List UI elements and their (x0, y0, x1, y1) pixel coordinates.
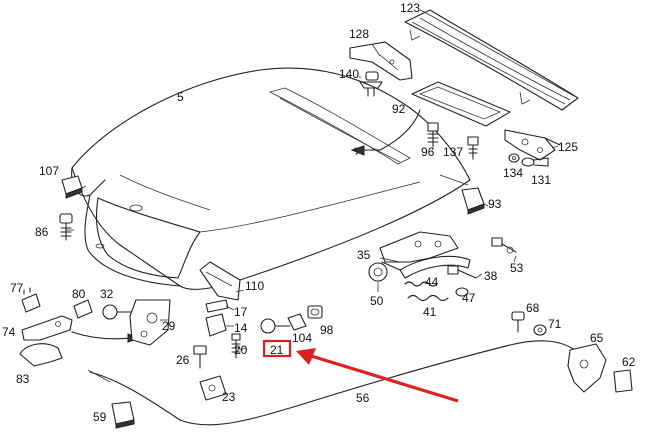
part-label-71: 71 (548, 317, 562, 331)
washer-134-part (508, 153, 520, 163)
part-label-74: 74 (2, 325, 16, 339)
part-label-20: 20 (234, 343, 248, 357)
part-label-50: 50 (370, 294, 384, 308)
bracket-125-part (504, 129, 561, 161)
part-label-128: 128 (349, 27, 369, 41)
handle-83-part (19, 343, 63, 367)
part-label-29: 29 (162, 319, 176, 333)
cable-holder-59-part (111, 401, 135, 429)
part-label-93: 93 (488, 197, 502, 211)
part-label-134: 134 (503, 166, 523, 180)
part-label-26: 26 (176, 353, 190, 367)
clip-62-part (613, 369, 633, 393)
bolt-96-part (427, 122, 439, 147)
part-label-131: 131 (531, 173, 551, 187)
part-label-96: 96 (421, 145, 435, 159)
part-label-53: 53 (510, 261, 524, 275)
spring-41-part (407, 294, 449, 302)
part-label-80: 80 (72, 287, 86, 301)
panel-110-part (199, 261, 241, 301)
part-label-123: 123 (400, 1, 420, 15)
part-label-110: 110 (245, 279, 264, 293)
grommet-71-part (533, 324, 547, 336)
part-label-86: 86 (35, 225, 49, 239)
hinge-assembly-part (368, 231, 471, 282)
part-label-125: 125 (558, 140, 578, 154)
part-label-65: 65 (590, 331, 604, 345)
release-cable-56-part (87, 340, 576, 426)
washer-47-part (455, 287, 469, 297)
highlight-callout (262, 339, 459, 403)
part-label-32: 32 (100, 287, 114, 301)
part-label-23: 23 (222, 390, 236, 404)
part-label-107: 107 (39, 164, 59, 178)
bracket-74-part (21, 315, 142, 343)
bolt-26-part (193, 345, 207, 369)
spring-20-part (231, 333, 241, 359)
clip-14-part (205, 313, 227, 337)
part-label-44: 44 (425, 275, 439, 289)
bolt-137-part (467, 136, 479, 159)
part-label-137: 137 (443, 145, 463, 159)
screw-131-part (521, 157, 549, 167)
part-label-5: 5 (177, 90, 184, 104)
bolt-104-part (260, 318, 291, 334)
part-label-62: 62 (622, 355, 636, 369)
part-label-41: 41 (423, 305, 437, 319)
latch-29-part (129, 299, 171, 346)
clip-107-part (61, 175, 83, 199)
part-label-68: 68 (526, 301, 540, 315)
bolt-68-part (511, 311, 525, 333)
highlight-arrow-shaft (307, 353, 459, 403)
part-label-47: 47 (462, 291, 476, 305)
part-label-83: 83 (16, 372, 30, 386)
part-label-35: 35 (357, 248, 371, 262)
bolt-38-part (447, 265, 477, 279)
part-label-21: 21 (270, 343, 284, 357)
highlight-box (262, 339, 292, 358)
seal-frame-92-part (350, 81, 511, 156)
screw-80-part (73, 299, 93, 319)
part-label-38: 38 (484, 269, 498, 283)
cowl-panel-part (404, 9, 579, 111)
part-label-104: 104 (292, 331, 312, 345)
bracket-128-part (349, 41, 413, 81)
bolt-86-part (59, 213, 73, 241)
clip-17-part (205, 299, 229, 313)
part-label-98: 98 (320, 323, 334, 337)
block-93-part (461, 187, 485, 215)
highlight-arrow-head (296, 348, 316, 365)
spring-44-part (404, 281, 438, 287)
part-label-92: 92 (392, 102, 406, 116)
bolt-53-part (491, 237, 517, 254)
pin-140-part (359, 71, 383, 97)
part-label-77: 77 (10, 281, 24, 295)
bolt-32-part (102, 304, 133, 320)
cable-guide-23-part (199, 375, 227, 401)
part-label-59: 59 (93, 410, 107, 424)
release-lever-65-part (567, 343, 607, 393)
part-label-140: 140 (339, 67, 359, 81)
leader-lines (66, 9, 559, 351)
part-label-17: 17 (234, 305, 248, 319)
part-label-14: 14 (234, 321, 248, 335)
nut-98-part (307, 305, 323, 319)
part-labels: 123 128 140 5 92 96 137 125 134 131 107 86 93 35 38 53 4… (2, 1, 636, 424)
clip-77-part (21, 287, 41, 313)
part-label-56: 56 (356, 391, 370, 405)
nut-104b-part (287, 313, 307, 331)
